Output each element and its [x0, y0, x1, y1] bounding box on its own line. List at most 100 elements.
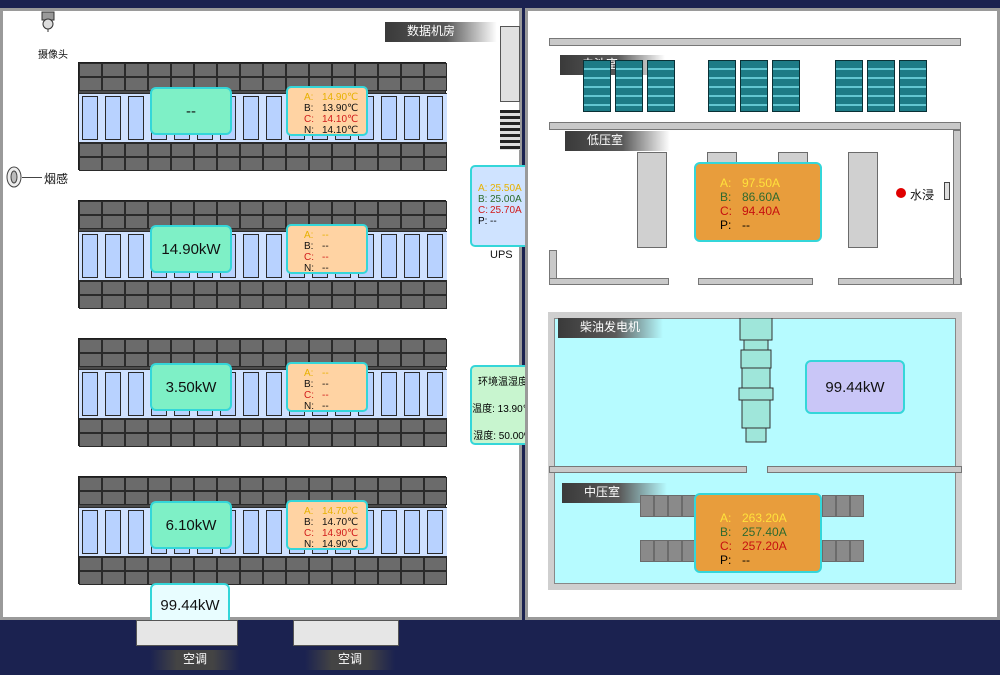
lv-bottom-wall-3 [838, 278, 962, 285]
mv-cabinet[interactable] [822, 540, 836, 562]
rack-row-1[interactable] [78, 62, 447, 171]
rack-cabinet [378, 433, 401, 447]
rack-cabinet [240, 201, 263, 215]
low-voltage-panel[interactable]: A:97.50A B:86.60A C:94.40A P:-- [694, 162, 822, 242]
rack-cabinet [217, 477, 240, 491]
rack-cabinet [240, 143, 263, 157]
mv-line-c: C:257.20A [720, 539, 787, 553]
lv-cabinet-right[interactable] [848, 152, 878, 248]
rack-row-phase-2[interactable]: A:--B:--C:--N:-- [286, 224, 368, 274]
rack-cabinet [79, 491, 102, 505]
rack-cabinet [332, 339, 355, 353]
rack-cabinet [401, 201, 424, 215]
rack-cabinet [378, 215, 401, 229]
rack-cabinet [217, 281, 240, 295]
diesel-power-value: 99.44kW [825, 378, 885, 396]
battery-cabinet[interactable] [740, 60, 768, 112]
rack-cabinet [125, 63, 148, 77]
medium-voltage-panel[interactable]: A:263.20A B:257.40A C:257.20A P:-- [694, 493, 822, 573]
aisle-window [404, 510, 420, 554]
battery-cabinet[interactable] [772, 60, 800, 112]
phase-line: A:14.70℃ [304, 506, 359, 517]
mv-cabinet[interactable] [836, 495, 850, 517]
ups-line-p: P:-- [478, 216, 497, 227]
battery-cabinet[interactable] [835, 60, 863, 112]
rack-cabinet [171, 339, 194, 353]
rack-cabinet [79, 353, 102, 367]
rack-cabinet [309, 281, 332, 295]
rack-cabinet [102, 491, 125, 505]
rack-row-power-3[interactable]: 3.50kW [150, 363, 232, 411]
lv-cabinet-left[interactable] [637, 152, 667, 248]
rack-cabinet [355, 295, 378, 309]
aisle-window [266, 372, 282, 416]
smoke-sensor-icon [4, 165, 22, 189]
mv-cabinet[interactable] [640, 540, 654, 562]
water-sensor-label: 水浸 [910, 188, 935, 202]
rack-cabinet [309, 157, 332, 171]
rack-cabinet [378, 339, 401, 353]
rack-cabinet [217, 143, 240, 157]
ac-unit-2[interactable] [293, 620, 399, 646]
rack-row-3[interactable] [78, 338, 447, 447]
ups-line-a: A:25.50A [478, 183, 522, 194]
battery-cabinet[interactable] [615, 60, 643, 112]
rack-cabinet [240, 339, 263, 353]
phase-line: C:-- [304, 390, 329, 401]
rack-cabinet [171, 281, 194, 295]
env-temp: 温度: 13.90℃ [472, 404, 534, 415]
phase-line: A:-- [304, 368, 329, 379]
rack-cabinet [401, 433, 424, 447]
rack-cabinet [332, 143, 355, 157]
mv-cabinet[interactable] [850, 540, 864, 562]
rack-cabinet [401, 557, 424, 571]
mv-cabinet[interactable] [668, 495, 682, 517]
mv-cabinet[interactable] [654, 540, 668, 562]
rack-cabinet [424, 419, 447, 433]
rack-cabinet [102, 215, 125, 229]
generator-body[interactable] [738, 317, 776, 446]
aisle-window [427, 96, 443, 140]
rack-cabinet [171, 477, 194, 491]
rack-cabinet [263, 63, 286, 77]
vent-panel [500, 110, 520, 150]
rack-row-2[interactable] [78, 200, 447, 309]
rack-row-phase-3[interactable]: A:--B:--C:--N:-- [286, 362, 368, 412]
rack-cabinet [125, 571, 148, 585]
phase-line: B:-- [304, 241, 329, 252]
rack-cabinet [148, 433, 171, 447]
mv-cabinet[interactable] [654, 495, 668, 517]
battery-cabinet[interactable] [899, 60, 927, 112]
rack-cabinet [263, 215, 286, 229]
battery-cabinet[interactable] [647, 60, 675, 112]
aisle-window [243, 372, 259, 416]
rack-cabinet [378, 557, 401, 571]
mv-cabinet[interactable] [640, 495, 654, 517]
mv-cabinet[interactable] [668, 540, 682, 562]
rack-cabinet [79, 571, 102, 585]
rack-cabinet [194, 477, 217, 491]
mv-cabinet[interactable] [822, 495, 836, 517]
cold-aisle [79, 369, 447, 419]
aisle-window [427, 510, 443, 554]
rack-cabinet [332, 201, 355, 215]
battery-cabinet[interactable] [708, 60, 736, 112]
battery-cabinet[interactable] [583, 60, 611, 112]
rack-cabinet [217, 339, 240, 353]
mv-cabinet[interactable] [850, 495, 864, 517]
mv-line-p: P:-- [720, 553, 750, 567]
rack-row-power-2[interactable]: 14.90kW [150, 225, 232, 273]
mv-cabinet[interactable] [836, 540, 850, 562]
rack-row-4[interactable] [78, 476, 447, 585]
battery-cabinet[interactable] [867, 60, 895, 112]
diesel-power-box[interactable]: 99.44kW [805, 360, 905, 414]
ac-unit-1[interactable] [136, 620, 238, 646]
rack-row-power-1[interactable]: -- [150, 87, 232, 135]
phase-line: N:-- [304, 263, 329, 274]
rack-row-power-4[interactable]: 6.10kW [150, 501, 232, 549]
rack-cabinet [79, 295, 102, 309]
rack-cabinet [125, 295, 148, 309]
lv-line-c: C:94.40A [720, 204, 781, 218]
